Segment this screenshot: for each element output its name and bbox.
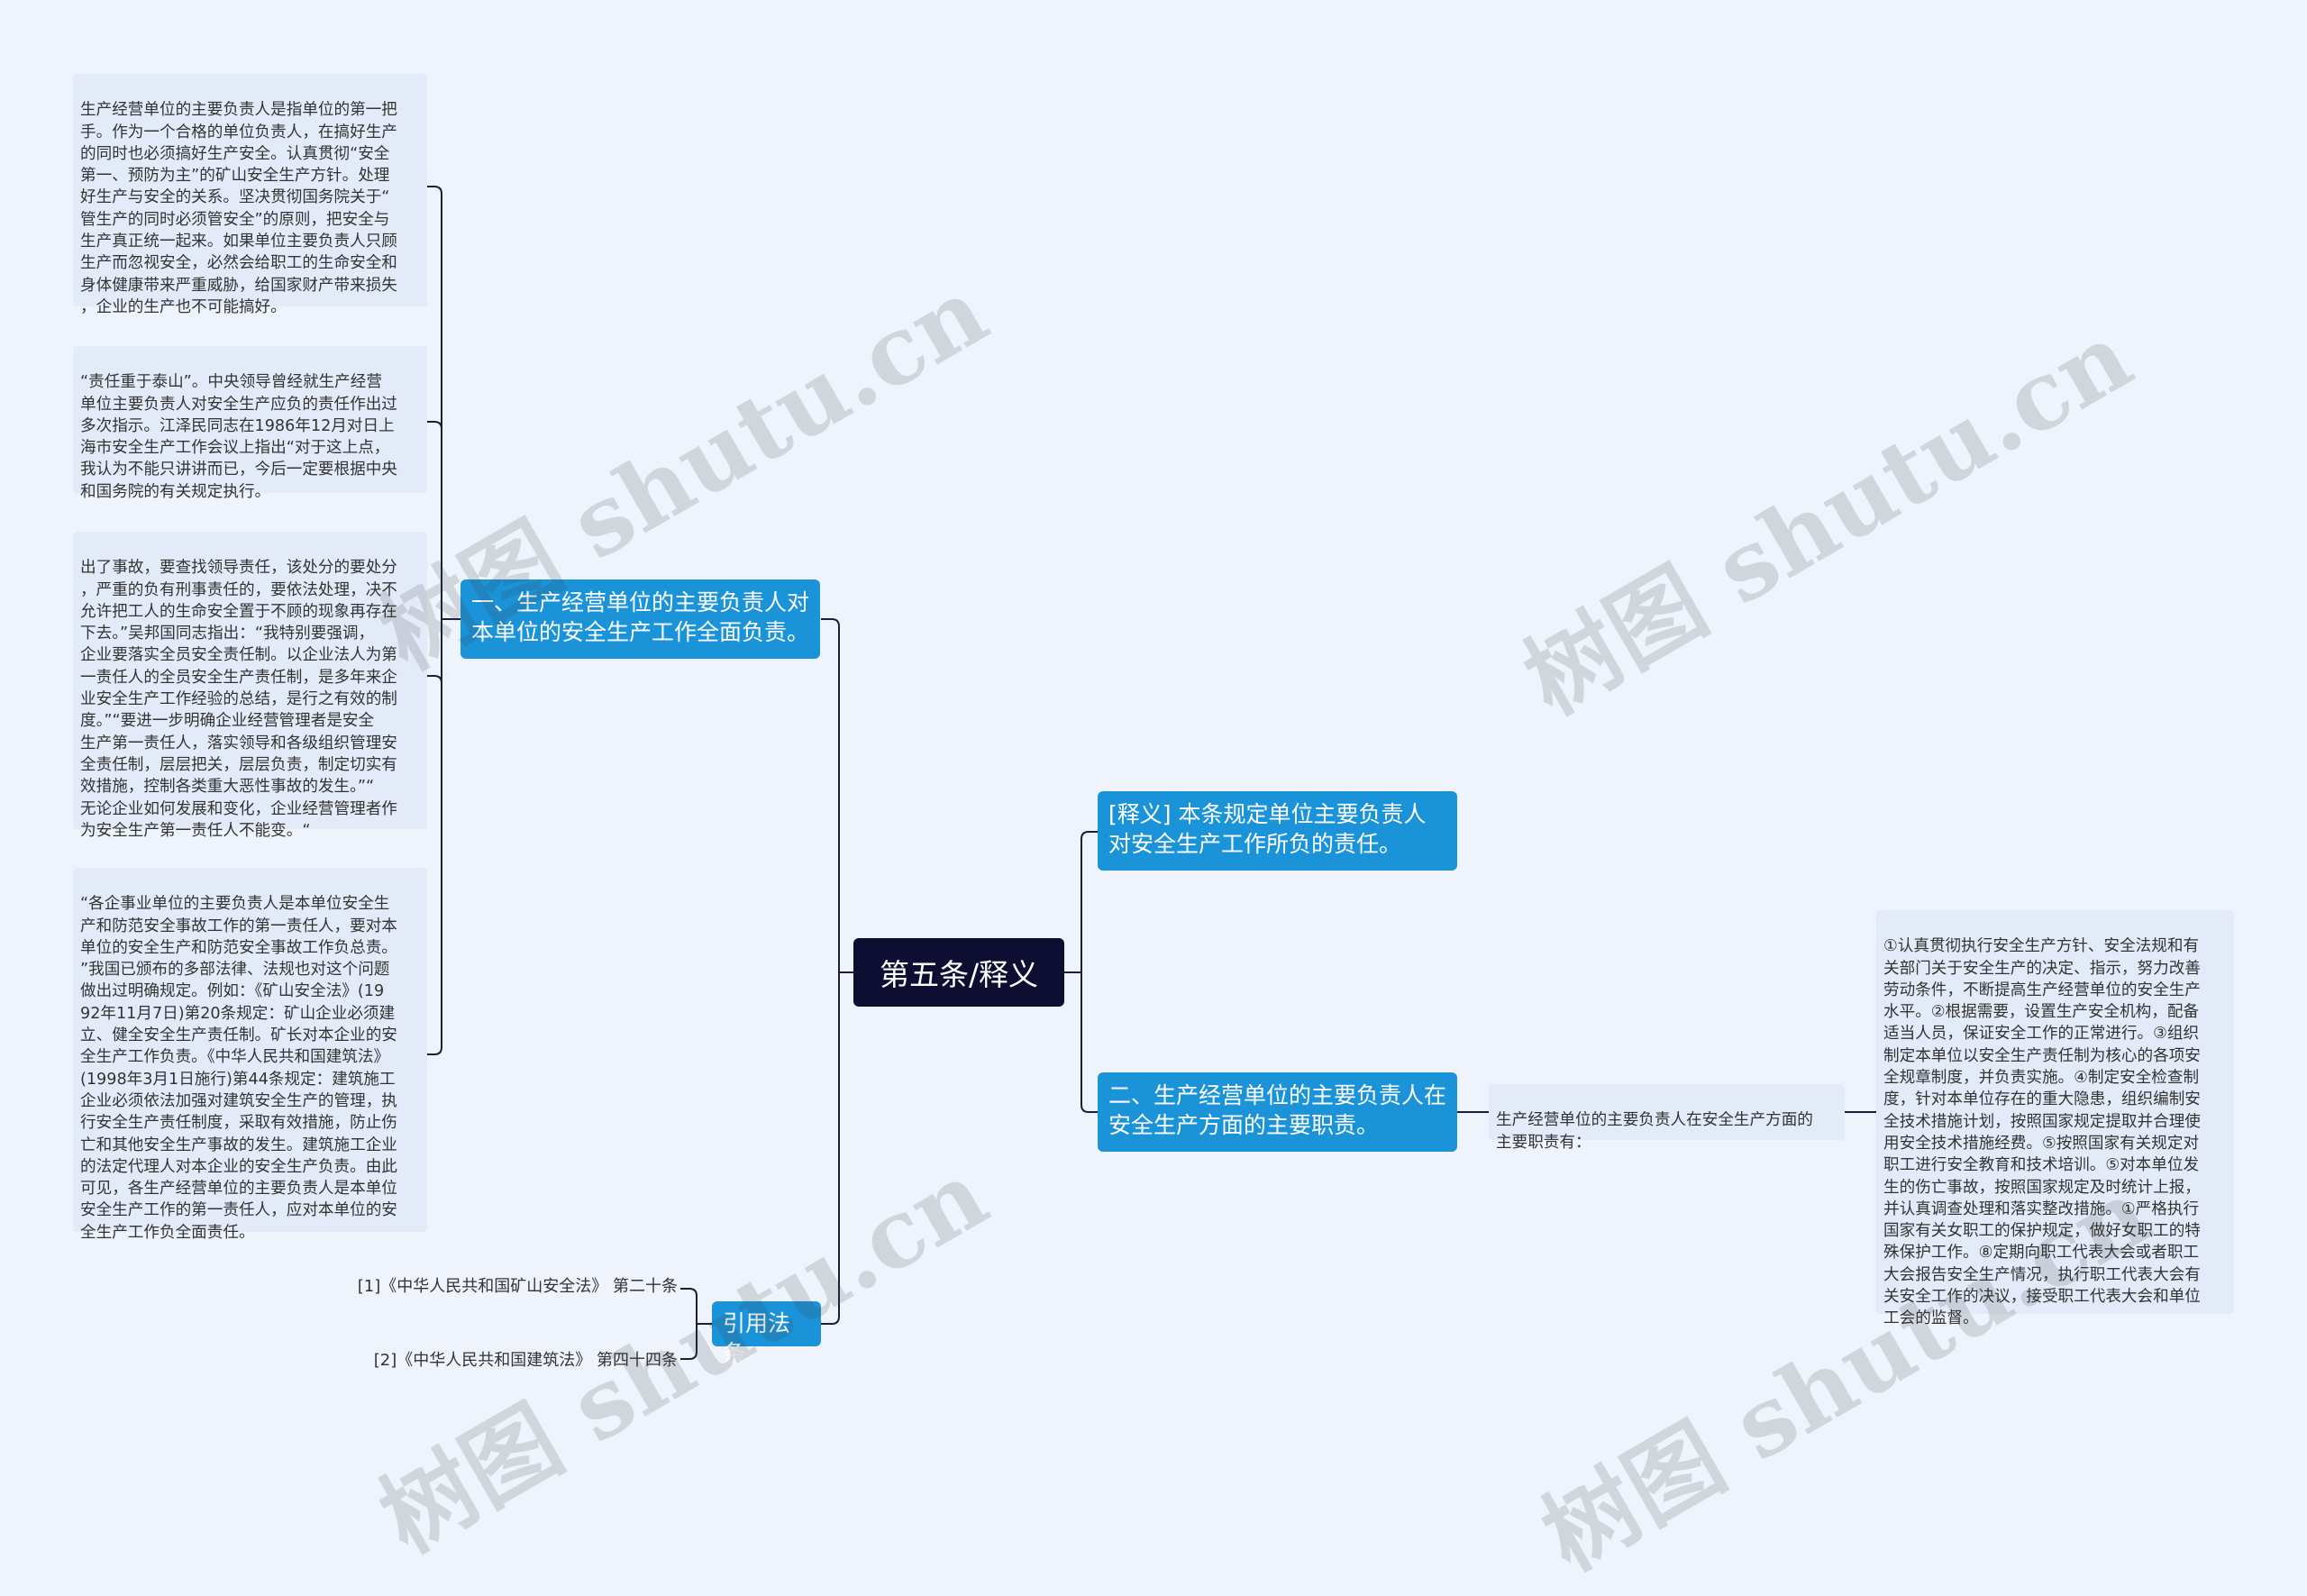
branch-main-duties[interactable]: 二、生产经营单位的主要负责人在安全生产方面的主要职责。: [1098, 1072, 1457, 1152]
leaf-duties-list[interactable]: ①认真贯彻执行安全生产方针、安全法规和有 关部门关于安全生产的决定、指示，努力改…: [1876, 910, 2234, 1327]
link-leaf2: [426, 421, 442, 430]
watermark-top-right: 树图 shutu.cn: [1506, 300, 2149, 736]
link-branch3: [1081, 1104, 1098, 1113]
leaf-first-responsible[interactable]: 生产经营单位的主要负责人是指单位的第一把 手。作为一个合格的单位负责人，在搞好生…: [73, 74, 427, 316]
leaf-duties-intro[interactable]: 生产经营单位的主要负责人在安全生产方面的 主要职责有：: [1489, 1084, 1845, 1152]
leaf-text: “各企事业单位的主要负责人是本单位安全生 产和防范安全事故工作的第一责任人，要对…: [80, 895, 397, 1242]
branch-interpretation[interactable]: [释义] 本条规定单位主要负责人对安全生产工作所负的责任。: [1098, 791, 1457, 871]
link-cite1: [680, 1288, 698, 1297]
root-label: 第五条/释义: [879, 957, 1039, 992]
leaf-text: 生产经营单位的主要负责人是指单位的第一把 手。作为一个合格的单位负责人，在搞好生…: [80, 101, 397, 316]
leaf-responsibility-taishan[interactable]: “责任重于泰山”。中央领导曾经就生产经营 单位主要负责人对安全生产应负的责任作出…: [73, 346, 427, 501]
mind-map-canvas: 第五条/释义 一、生产经营单位的主要负责人对本单位的安全生产工作全面负责。 [释…: [73, 74, 2234, 1592]
branch-cited-laws[interactable]: 引用法条: [712, 1301, 821, 1366]
leaf-text: 生产经营单位的主要负责人在安全生产方面的 主要职责有：: [1496, 1111, 1813, 1152]
branch-label: 二、生产经营单位的主要负责人在安全生产方面的主要职责。: [1108, 1082, 1447, 1138]
leaf-text: “责任重于泰山”。中央领导曾经就生产经营 单位主要负责人对安全生产应负的责任作出…: [80, 373, 397, 501]
branch-label: 引用法条: [723, 1310, 791, 1366]
leaf-text: 出了事故，要查找领导责任，该处分的要处分 ，严重的负有刑事责任的，要依法处理，决…: [80, 559, 397, 840]
root-node[interactable]: 第五条/释义: [853, 938, 1064, 1007]
link-leaf4: [426, 1046, 442, 1055]
branch-label: [释义] 本条规定单位主要负责人对安全生产工作所负的责任。: [1108, 801, 1427, 857]
link-branch4: [821, 1316, 840, 1325]
link-cite2: [680, 1351, 698, 1360]
link-leaf3: [426, 675, 442, 684]
leaf-accident-accountability[interactable]: 出了事故，要查找领导责任，该处分的要处分 ，严重的负有刑事责任的，要依法处理，决…: [73, 532, 427, 840]
branch-label: 一、生产经营单位的主要负责人对本单位的安全生产工作全面负责。: [471, 589, 810, 645]
citation-text: [2]《中华人民共和国建筑法》 第四十四条: [373, 1351, 678, 1370]
link-leaf1: [426, 186, 442, 195]
citation-text: [1]《中华人民共和国矿山安全法》 第二十条: [357, 1277, 678, 1296]
branch-main-responsibility[interactable]: 一、生产经营单位的主要负责人对本单位的安全生产工作全面负责。: [460, 579, 820, 659]
citation-construction-law[interactable]: [2]《中华人民共和国建筑法》 第四十四条: [270, 1350, 678, 1372]
link-branch1: [821, 618, 840, 627]
citation-mine-safety-law[interactable]: [1]《中华人民共和国矿山安全法》 第二十条: [270, 1276, 678, 1298]
leaf-text: ①认真贯彻执行安全生产方针、安全法规和有 关部门关于安全生产的决定、指示，努力改…: [1883, 937, 2201, 1328]
link-branch2: [1081, 831, 1098, 840]
leaf-legal-provisions[interactable]: “各企事业单位的主要负责人是本单位安全生 产和防范安全事故工作的第一责任人，要对…: [73, 868, 427, 1242]
